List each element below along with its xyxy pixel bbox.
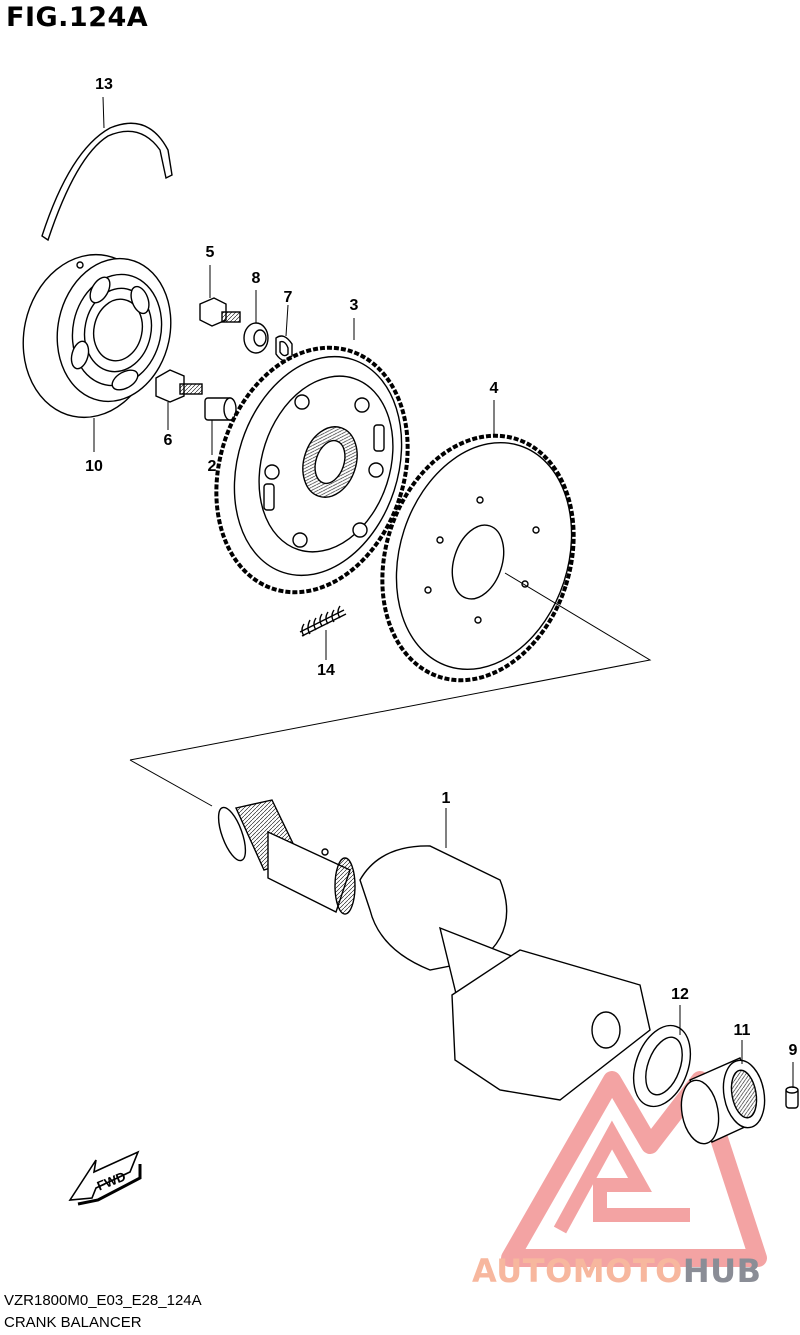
- part-2-bushing: [204, 397, 237, 421]
- footer-name: CRANK BALANCER: [4, 1314, 142, 1331]
- part-8-washer: [243, 322, 269, 354]
- callout-10: 10: [85, 458, 103, 475]
- callout-4: 4: [489, 380, 499, 397]
- watermark-text: AUTOMOTOHUB: [472, 1252, 762, 1290]
- callout-5: 5: [205, 244, 215, 261]
- watermark-logo-icon: [501, 1071, 767, 1267]
- callout-12: 12: [671, 986, 689, 1003]
- callout-6: 6: [163, 432, 173, 449]
- part-5-bolt: [199, 297, 241, 327]
- callout-1: 1: [441, 790, 451, 807]
- part-12-washer: [632, 1024, 692, 1108]
- callout-13: 13: [95, 76, 113, 93]
- callout-2: 2: [207, 458, 217, 475]
- part-7-plate: [275, 335, 293, 362]
- part-11-needle-bearing: [680, 1057, 766, 1145]
- callout-7: 7: [283, 289, 293, 306]
- part-1-crankshaft: [217, 799, 651, 1101]
- callout-11: 11: [733, 1022, 751, 1039]
- callout-3: 3: [349, 297, 359, 314]
- part-9-pin: [785, 1086, 799, 1109]
- part-3-balancer-gear: [214, 345, 410, 595]
- callout-14: 14: [317, 662, 335, 679]
- part-14-spring: [299, 605, 347, 637]
- part-4-driven-gear: [380, 433, 576, 683]
- callout-8: 8: [251, 270, 261, 287]
- watermark-part1: AUTOMOTO: [472, 1252, 683, 1290]
- callout-9: 9: [788, 1042, 798, 1059]
- part-10-bearing: [22, 253, 172, 419]
- footer-code: VZR1800M0_E03_E28_124A: [4, 1292, 202, 1309]
- fwd-arrow-icon: [68, 1150, 142, 1206]
- part-13-snap-ring: [41, 122, 173, 242]
- figure-title: FIG.124A: [6, 2, 149, 33]
- watermark-part2: HUB: [682, 1252, 762, 1290]
- part-6-bolt: [155, 369, 203, 403]
